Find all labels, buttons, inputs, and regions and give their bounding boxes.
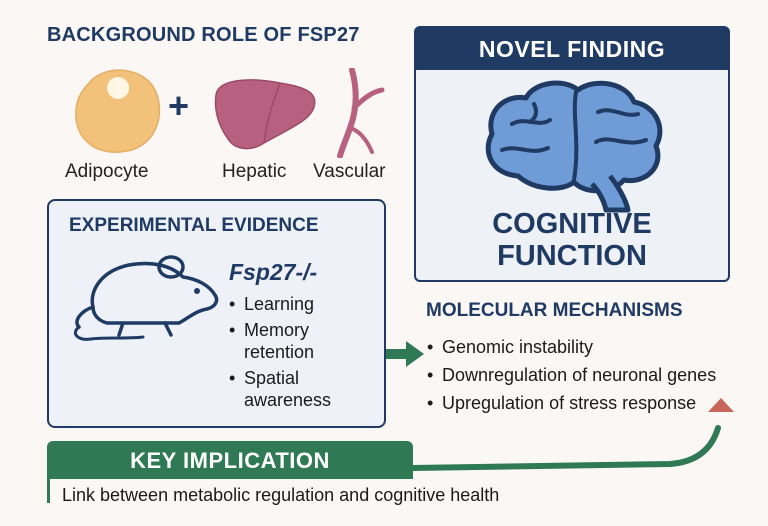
key-implication-text: Link between metabolic regulation and co… [62,485,500,505]
experimental-evidence-panel: EXPERIMENTAL EVIDENCE Fsp27-/- Learning … [47,199,386,428]
vascular-label: Vascular [313,161,386,182]
list-item: Genomic instability [427,336,747,358]
list-item: Downregulation of neuronal genes [427,364,747,386]
brain-icon [485,80,663,213]
cognitive-label: COGNITIVE [492,208,652,240]
function-label: FUNCTION [497,240,647,272]
key-implication-bar [47,441,413,479]
mouse-icon [74,255,219,341]
molecular-list: Genomic instability Downregulation of ne… [427,336,747,420]
adipocyte-label: Adipocyte [65,161,149,182]
experimental-list: Learning Memory retention Spatial awaren… [229,293,379,415]
list-item: Memory retention [229,319,379,363]
liver-icon [214,79,316,150]
novel-finding-header: NOVEL FINDING [416,28,728,70]
novel-finding-panel: NOVEL FINDING COGNITIVE FUNCTION [414,26,730,282]
gene-label: Fsp27-/- [229,259,318,285]
experimental-evidence-title: EXPERIMENTAL EVIDENCE [69,215,319,236]
list-item: Learning [229,293,379,315]
arrow-icon [386,341,424,367]
key-implication-title: KEY IMPLICATION [130,448,330,473]
connector-line [409,425,721,471]
key-implication-border [47,479,50,503]
vessel-icon [337,68,385,158]
triangle-icon [708,398,734,412]
adipocyte-icon [75,69,161,153]
background-title: BACKGROUND ROLE OF FSP27 [47,24,360,46]
list-item: Upregulation of stress response [427,392,747,414]
molecular-mechanisms-title: MOLECULAR MECHANISMS [426,300,683,321]
plus-sign: + [168,85,190,126]
hepatic-label: Hepatic [222,161,287,182]
list-item: Spatial awareness [229,367,379,411]
